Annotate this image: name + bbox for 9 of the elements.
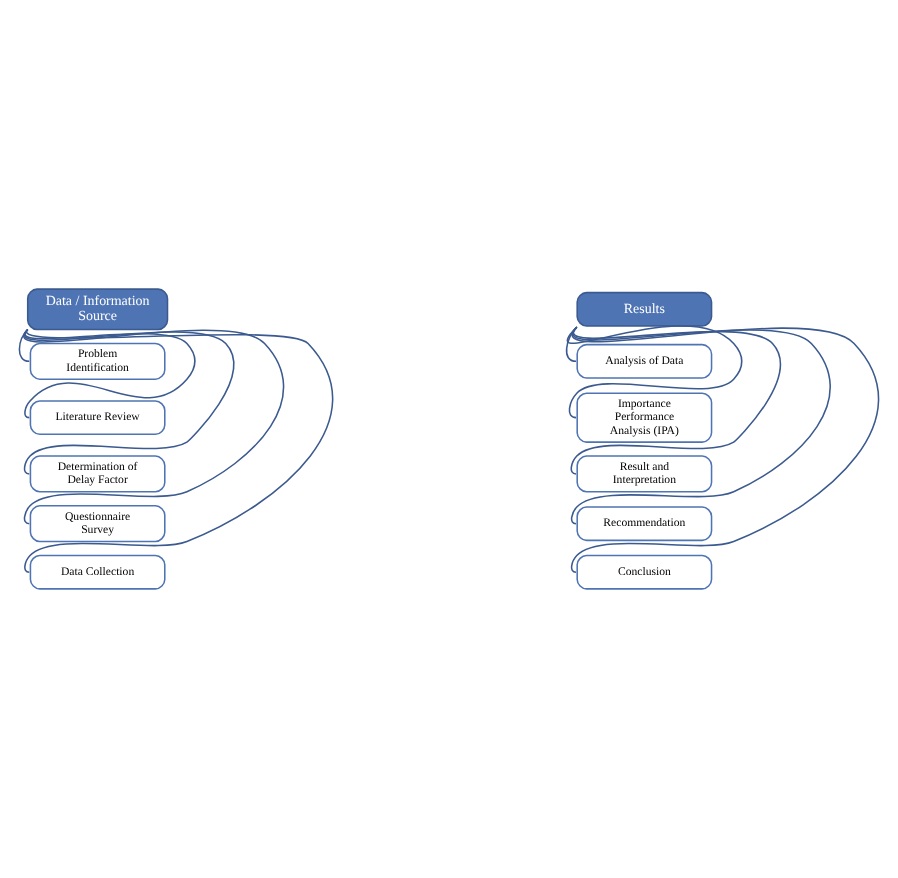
connector [23,328,285,525]
connector [570,326,782,475]
connector [18,328,31,363]
connector [570,326,831,525]
connector [567,325,743,419]
connector [570,326,880,573]
connector [23,328,235,475]
connector [24,328,196,419]
connector [24,328,334,573]
